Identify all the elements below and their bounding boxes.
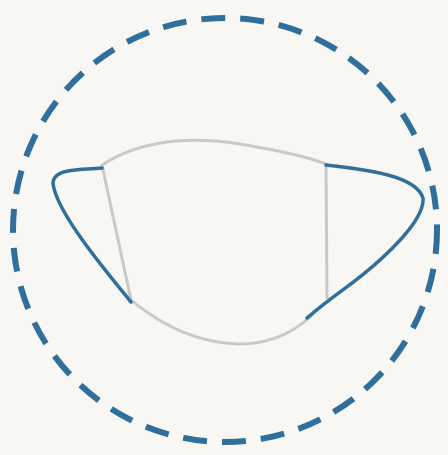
mask-bottom-edge [131,300,313,344]
mask-top-edge [102,140,326,165]
right-ear-loop [307,165,423,318]
mask-left-seam [102,165,131,300]
left-ear-loop [53,168,131,302]
mask-right-seam [326,164,327,298]
